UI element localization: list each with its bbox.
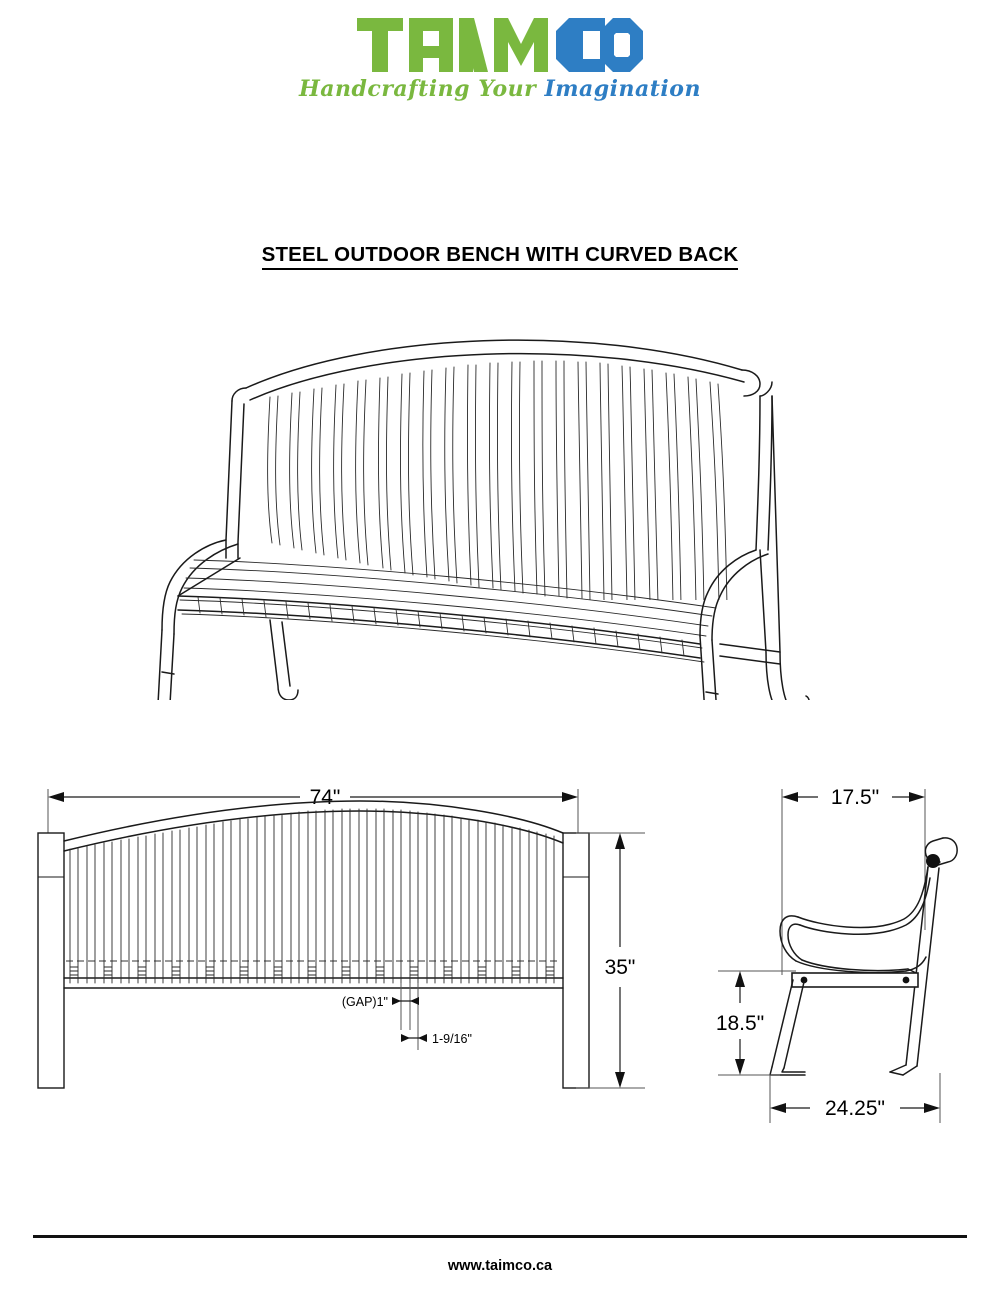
footer-website-link[interactable]: www.taimco.ca [447, 1258, 553, 1274]
seat-slat-ticks [197, 596, 685, 657]
page-title-text: STEEL OUTDOOR BENCH WITH CURVED BACK [261, 243, 739, 270]
tagline-part-2: Your [478, 76, 537, 102]
back-slats-iso [267, 360, 728, 600]
dimension-top-depth: 17.5" [781, 786, 926, 975]
company-logo: Handcrafting Your Imagination [0, 18, 1000, 102]
front-slats [69, 808, 555, 984]
dimension-slat-width-label: 1-9/16" [432, 1032, 472, 1046]
dimension-seat-height: 18.5" [716, 970, 796, 1076]
dimension-seat-height-label: 18.5" [716, 1012, 764, 1035]
logo-co-letters [556, 18, 643, 72]
side-elevation-view: 17.5" [716, 786, 958, 1123]
dimension-slat-detail: (GAP)1" 1-9/16" [342, 983, 472, 1050]
page-title: STEEL OUTDOOR BENCH WITH CURVED BACK [0, 243, 1000, 270]
dimension-width-label: 74" [310, 786, 341, 809]
side-seat-rail [791, 972, 919, 988]
dimension-overall-height: 35" [576, 832, 645, 1089]
dimension-base-depth-label: 24.25" [825, 1097, 885, 1120]
brand-tagline: Handcrafting Your Imagination [0, 76, 1000, 102]
isometric-bench-view [157, 339, 810, 700]
taimco-wordmark [357, 18, 643, 72]
logo-taim-letters [357, 18, 548, 72]
side-front-leg [769, 979, 806, 1076]
dimension-base-depth: 24.25" [769, 1073, 941, 1123]
bolt-left [800, 976, 808, 984]
footer-divider [33, 1235, 967, 1238]
front-left-post [37, 832, 65, 1089]
front-right-post [562, 832, 590, 1089]
side-seat-profile [779, 866, 931, 974]
tagline-part-3: Imagination [544, 76, 701, 102]
side-back-post [889, 837, 958, 1076]
dimension-top-depth-label: 17.5" [831, 786, 879, 809]
dimension-height-label: 35" [605, 956, 636, 979]
front-elevation-view: 74" [37, 786, 645, 1089]
bolt-right [902, 976, 910, 984]
tagline-part-1: Handcrafting [299, 76, 471, 102]
dimension-gap-label: (GAP)1" [342, 995, 388, 1009]
front-slat-brackets [69, 966, 555, 976]
seat-slats-iso [179, 559, 717, 663]
